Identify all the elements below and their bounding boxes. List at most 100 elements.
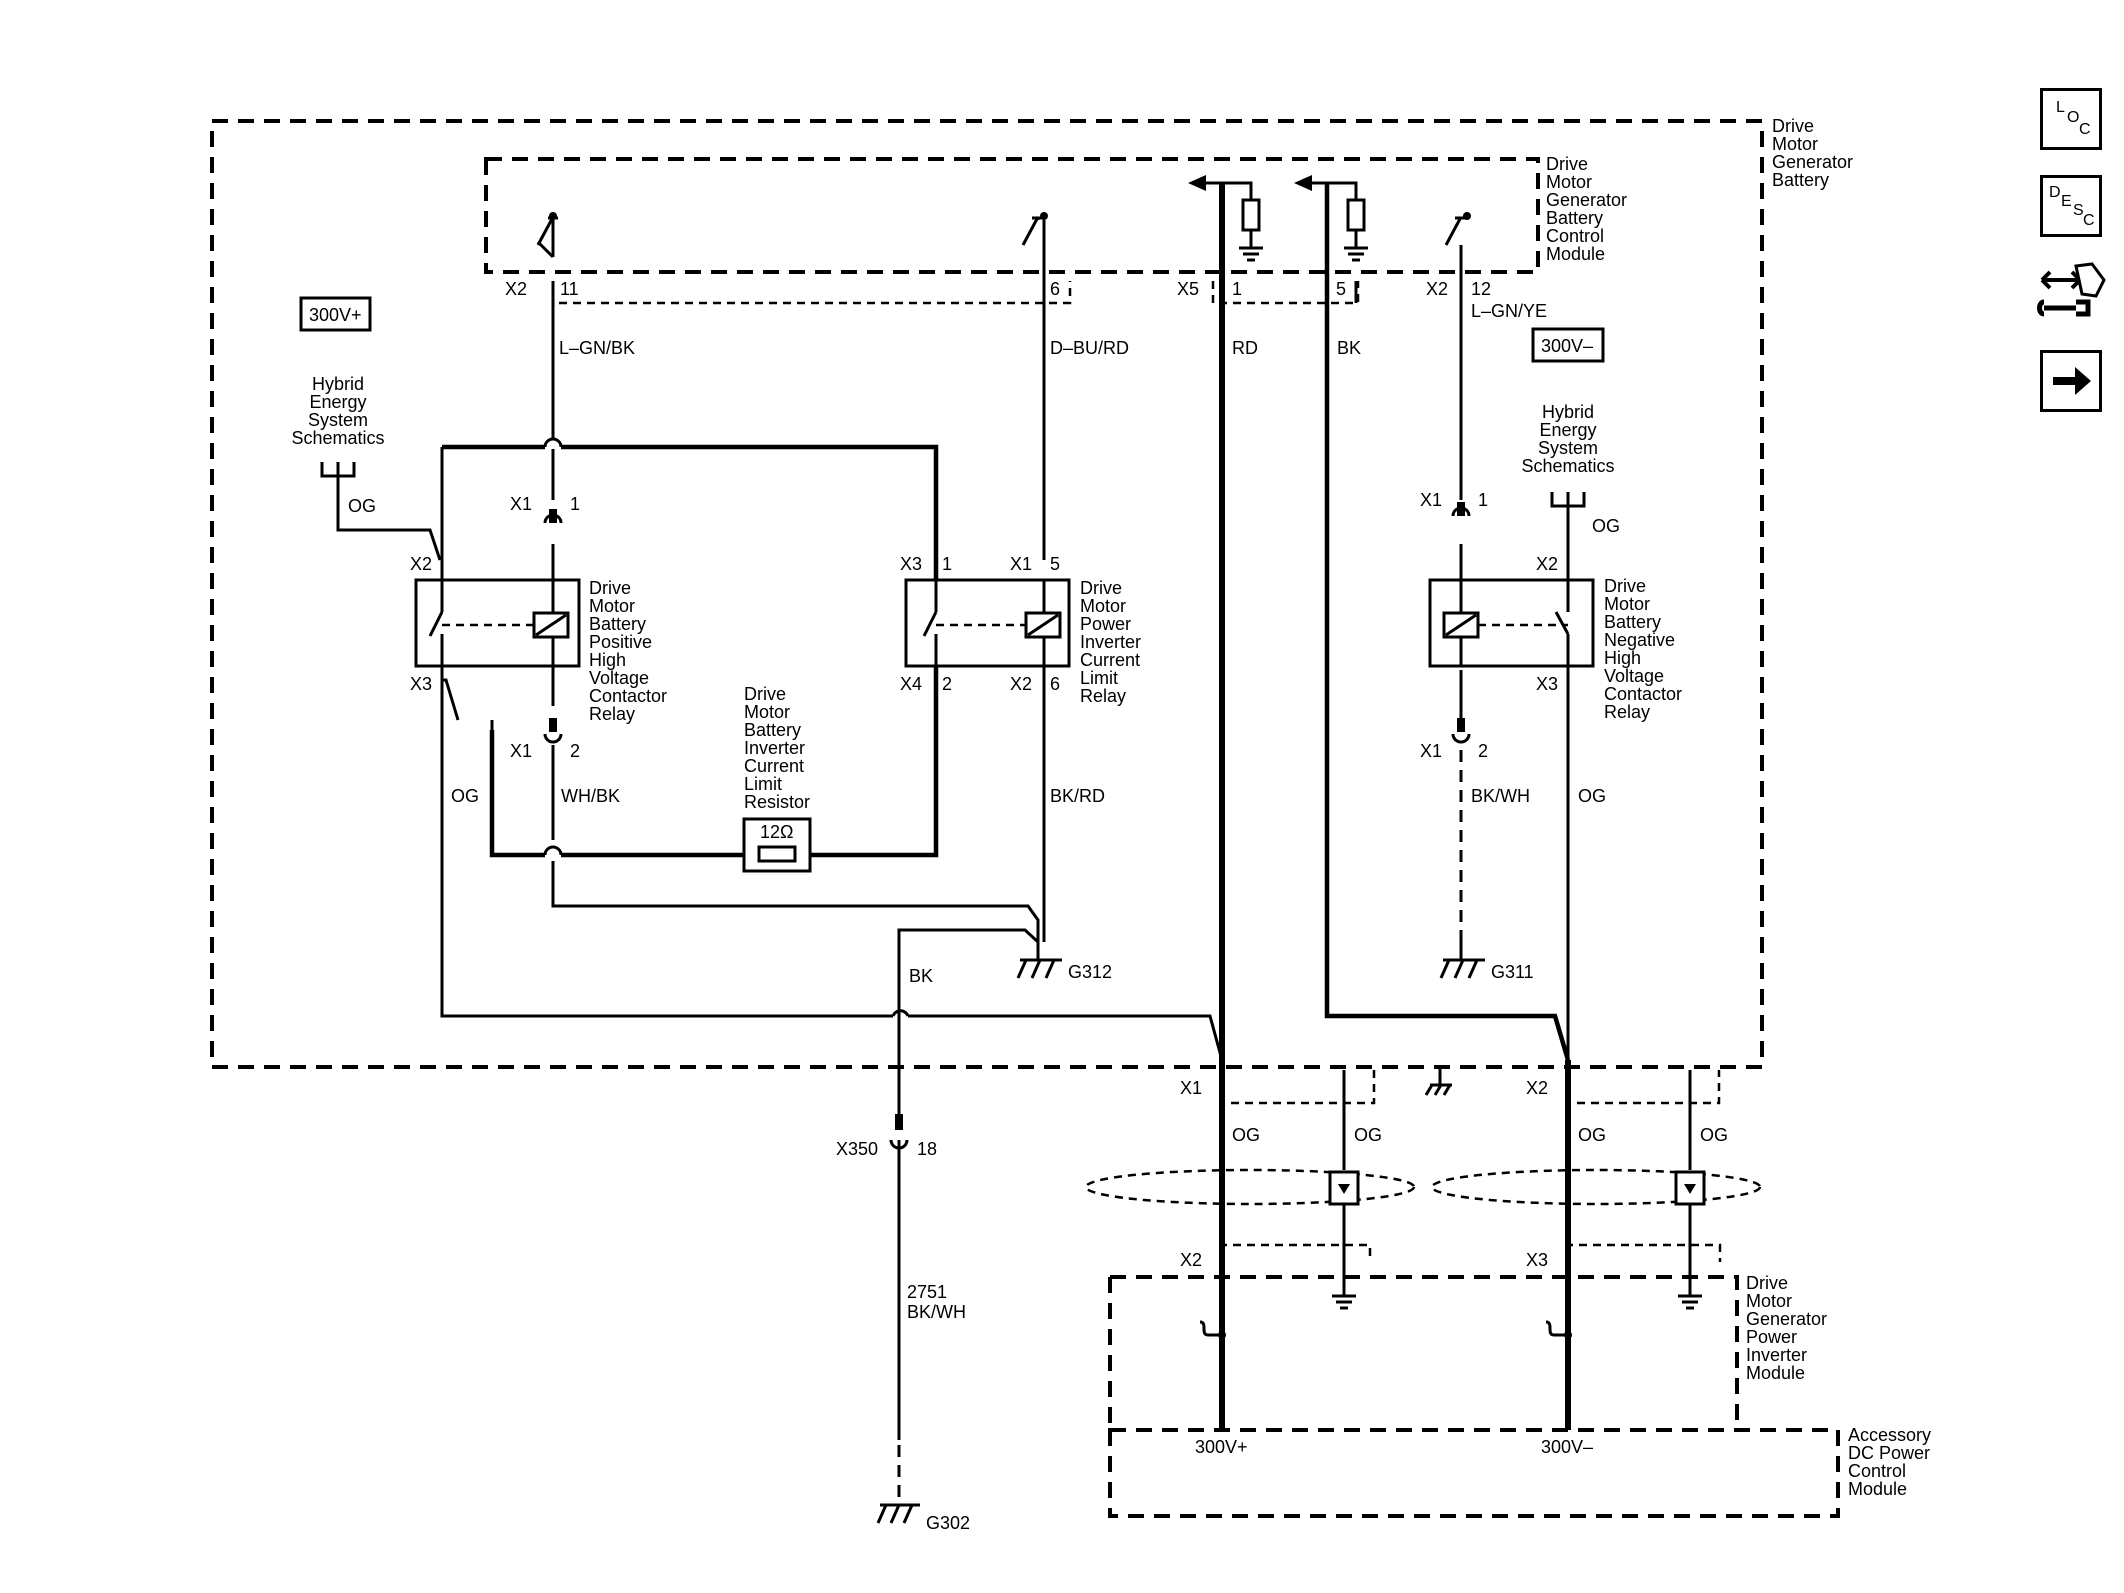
current-relay-label-line: Relay — [1080, 686, 1126, 706]
current-relay-x2: X2 — [1010, 674, 1032, 694]
conn-x5: X5 — [1177, 279, 1199, 299]
control-switch-6 — [1021, 212, 1048, 246]
negative-relay-label-line: Motor — [1604, 594, 1650, 614]
current-relay-label-line: Drive — [1080, 578, 1122, 598]
arrow-right-icon — [2053, 367, 2091, 395]
negative-contactor-relay — [1428, 578, 1595, 668]
hybrid-ref-right-line: System — [1538, 438, 1598, 458]
connector-link-x2-inverter — [1220, 1243, 1372, 1262]
badge-300v-negative: 300V– — [1531, 327, 1605, 363]
accessory-module-label-line: Control — [1848, 1461, 1906, 1481]
positive-relay-label-line: Motor — [589, 596, 635, 616]
badge-300v-positive: 300V+ — [299, 296, 372, 332]
svg-text:300V–: 300V– — [1541, 336, 1593, 356]
ground-g302 — [876, 1503, 920, 1524]
current-relay-p2: 2 — [942, 674, 952, 694]
control-module-label-line: Drive — [1546, 154, 1588, 174]
hybrid-ref-right-line: Schematics — [1521, 456, 1614, 476]
positive-relay-label-line: Voltage — [589, 668, 649, 688]
wire-label-og-lower-4: OG — [1700, 1125, 1728, 1145]
pin-11: 11 — [560, 279, 579, 299]
resistor-label-line: Current — [744, 756, 804, 776]
negative-relay-label-line: Relay — [1604, 702, 1650, 722]
wire-label-bkrd: BK/RD — [1050, 786, 1105, 806]
ground-label-g312: G312 — [1068, 962, 1112, 982]
resistor-value: 12Ω — [760, 822, 793, 842]
sense-resistor-rd — [1188, 175, 1263, 262]
conn-x2-right: X2 — [1426, 279, 1448, 299]
wire-og-left-ref — [336, 462, 442, 561]
control-module-label-line: Generator — [1546, 190, 1627, 210]
hybrid-ref-left-line: Energy — [309, 392, 366, 412]
wire-label-rd: RD — [1232, 338, 1258, 358]
current-relay-label-line: Power — [1080, 614, 1131, 634]
control-switch-12 — [1444, 212, 1471, 246]
location-letter-l: L — [2056, 99, 2065, 116]
positive-relay-label-line: Relay — [589, 704, 635, 724]
circuit-number: 2751 — [907, 1282, 947, 1302]
pin-x350 — [889, 1114, 909, 1150]
positive-relay-label-line: Drive — [589, 578, 631, 598]
wire-label-og-lower-2: OG — [1354, 1125, 1382, 1145]
accessory-module-outline — [1108, 1428, 1840, 1518]
conn-x1-left-bottom: X1 — [510, 741, 532, 761]
wire-og-left-main — [440, 447, 1224, 1061]
pin-6-top: 6 — [1050, 279, 1060, 299]
resistor-label-line: Motor — [744, 702, 790, 722]
inverter-tap-neg-dot — [1564, 1331, 1572, 1339]
wire-label-bkwh: BK/WH — [1471, 786, 1530, 806]
battery-module-label-line: Motor — [1772, 134, 1818, 154]
inverter-module-label-line: Generator — [1746, 1309, 1827, 1329]
conn-x2-inverter: X2 — [1180, 1250, 1202, 1270]
conn-x2-left: X2 — [505, 279, 527, 299]
next-page-button[interactable] — [2040, 350, 2102, 412]
wire-bk — [1324, 183, 1571, 1061]
current-relay-label-line: Limit — [1080, 668, 1118, 688]
connector-tool-icon[interactable] — [2036, 260, 2108, 332]
current-relay-p5: 5 — [1050, 554, 1060, 574]
hybrid-ref-left-line: Schematics — [291, 428, 384, 448]
battery-module-label-line: Battery — [1772, 170, 1829, 190]
wire-label-lgnye: L–GN/YE — [1471, 301, 1547, 321]
hop-1 — [543, 437, 563, 448]
shield-ellipse-left — [1084, 1168, 1416, 1206]
resistor-label-line: Battery — [744, 720, 801, 740]
current-limit-resistor — [742, 817, 812, 873]
inverter-ground-left — [1332, 1294, 1356, 1310]
hybrid-ref-right-line: Hybrid — [1542, 402, 1594, 422]
current-relay-label-line: Motor — [1080, 596, 1126, 616]
inverter-module-label-line: Module — [1746, 1363, 1805, 1383]
conn-x1-left-top: X1 — [510, 494, 532, 514]
positive-relay-label-line: Contactor — [589, 686, 667, 706]
positive-relay-label-line: Positive — [589, 632, 652, 652]
inverter-tap-pos-dot — [1218, 1331, 1226, 1339]
connector-link-x2-lower — [1566, 1070, 1721, 1105]
inverter-module-outline — [1108, 1275, 1739, 1430]
description-letter-s: S — [2073, 202, 2084, 219]
conn-x350: X350 — [836, 1139, 878, 1159]
description-button[interactable]: D E S C — [2040, 175, 2102, 237]
pin-12: 12 — [1471, 279, 1491, 299]
wire-label-bk-x350: BK — [909, 966, 933, 986]
pin-1-right: 1 — [1478, 490, 1488, 510]
shield-ellipse-right — [1430, 1168, 1762, 1206]
description-letter-e: E — [2061, 193, 2072, 210]
wire-og-x3 — [440, 666, 494, 730]
sense-resistor-bk — [1294, 175, 1368, 262]
conn-x1-lower: X1 — [1180, 1078, 1202, 1098]
svg-text:300V+: 300V+ — [309, 305, 362, 325]
pin-5-top: 5 — [1336, 279, 1346, 299]
wire-label-og-right-lower: OG — [1578, 786, 1606, 806]
wire-label-og-left: OG — [348, 496, 376, 516]
hybrid-ref-right-bracket — [1550, 492, 1586, 508]
relay-loop — [442, 444, 939, 858]
location-button[interactable]: L O C — [2040, 88, 2102, 150]
control-module-label-line: Module — [1546, 244, 1605, 264]
hybrid-ref-left-line: Hybrid — [312, 374, 364, 394]
